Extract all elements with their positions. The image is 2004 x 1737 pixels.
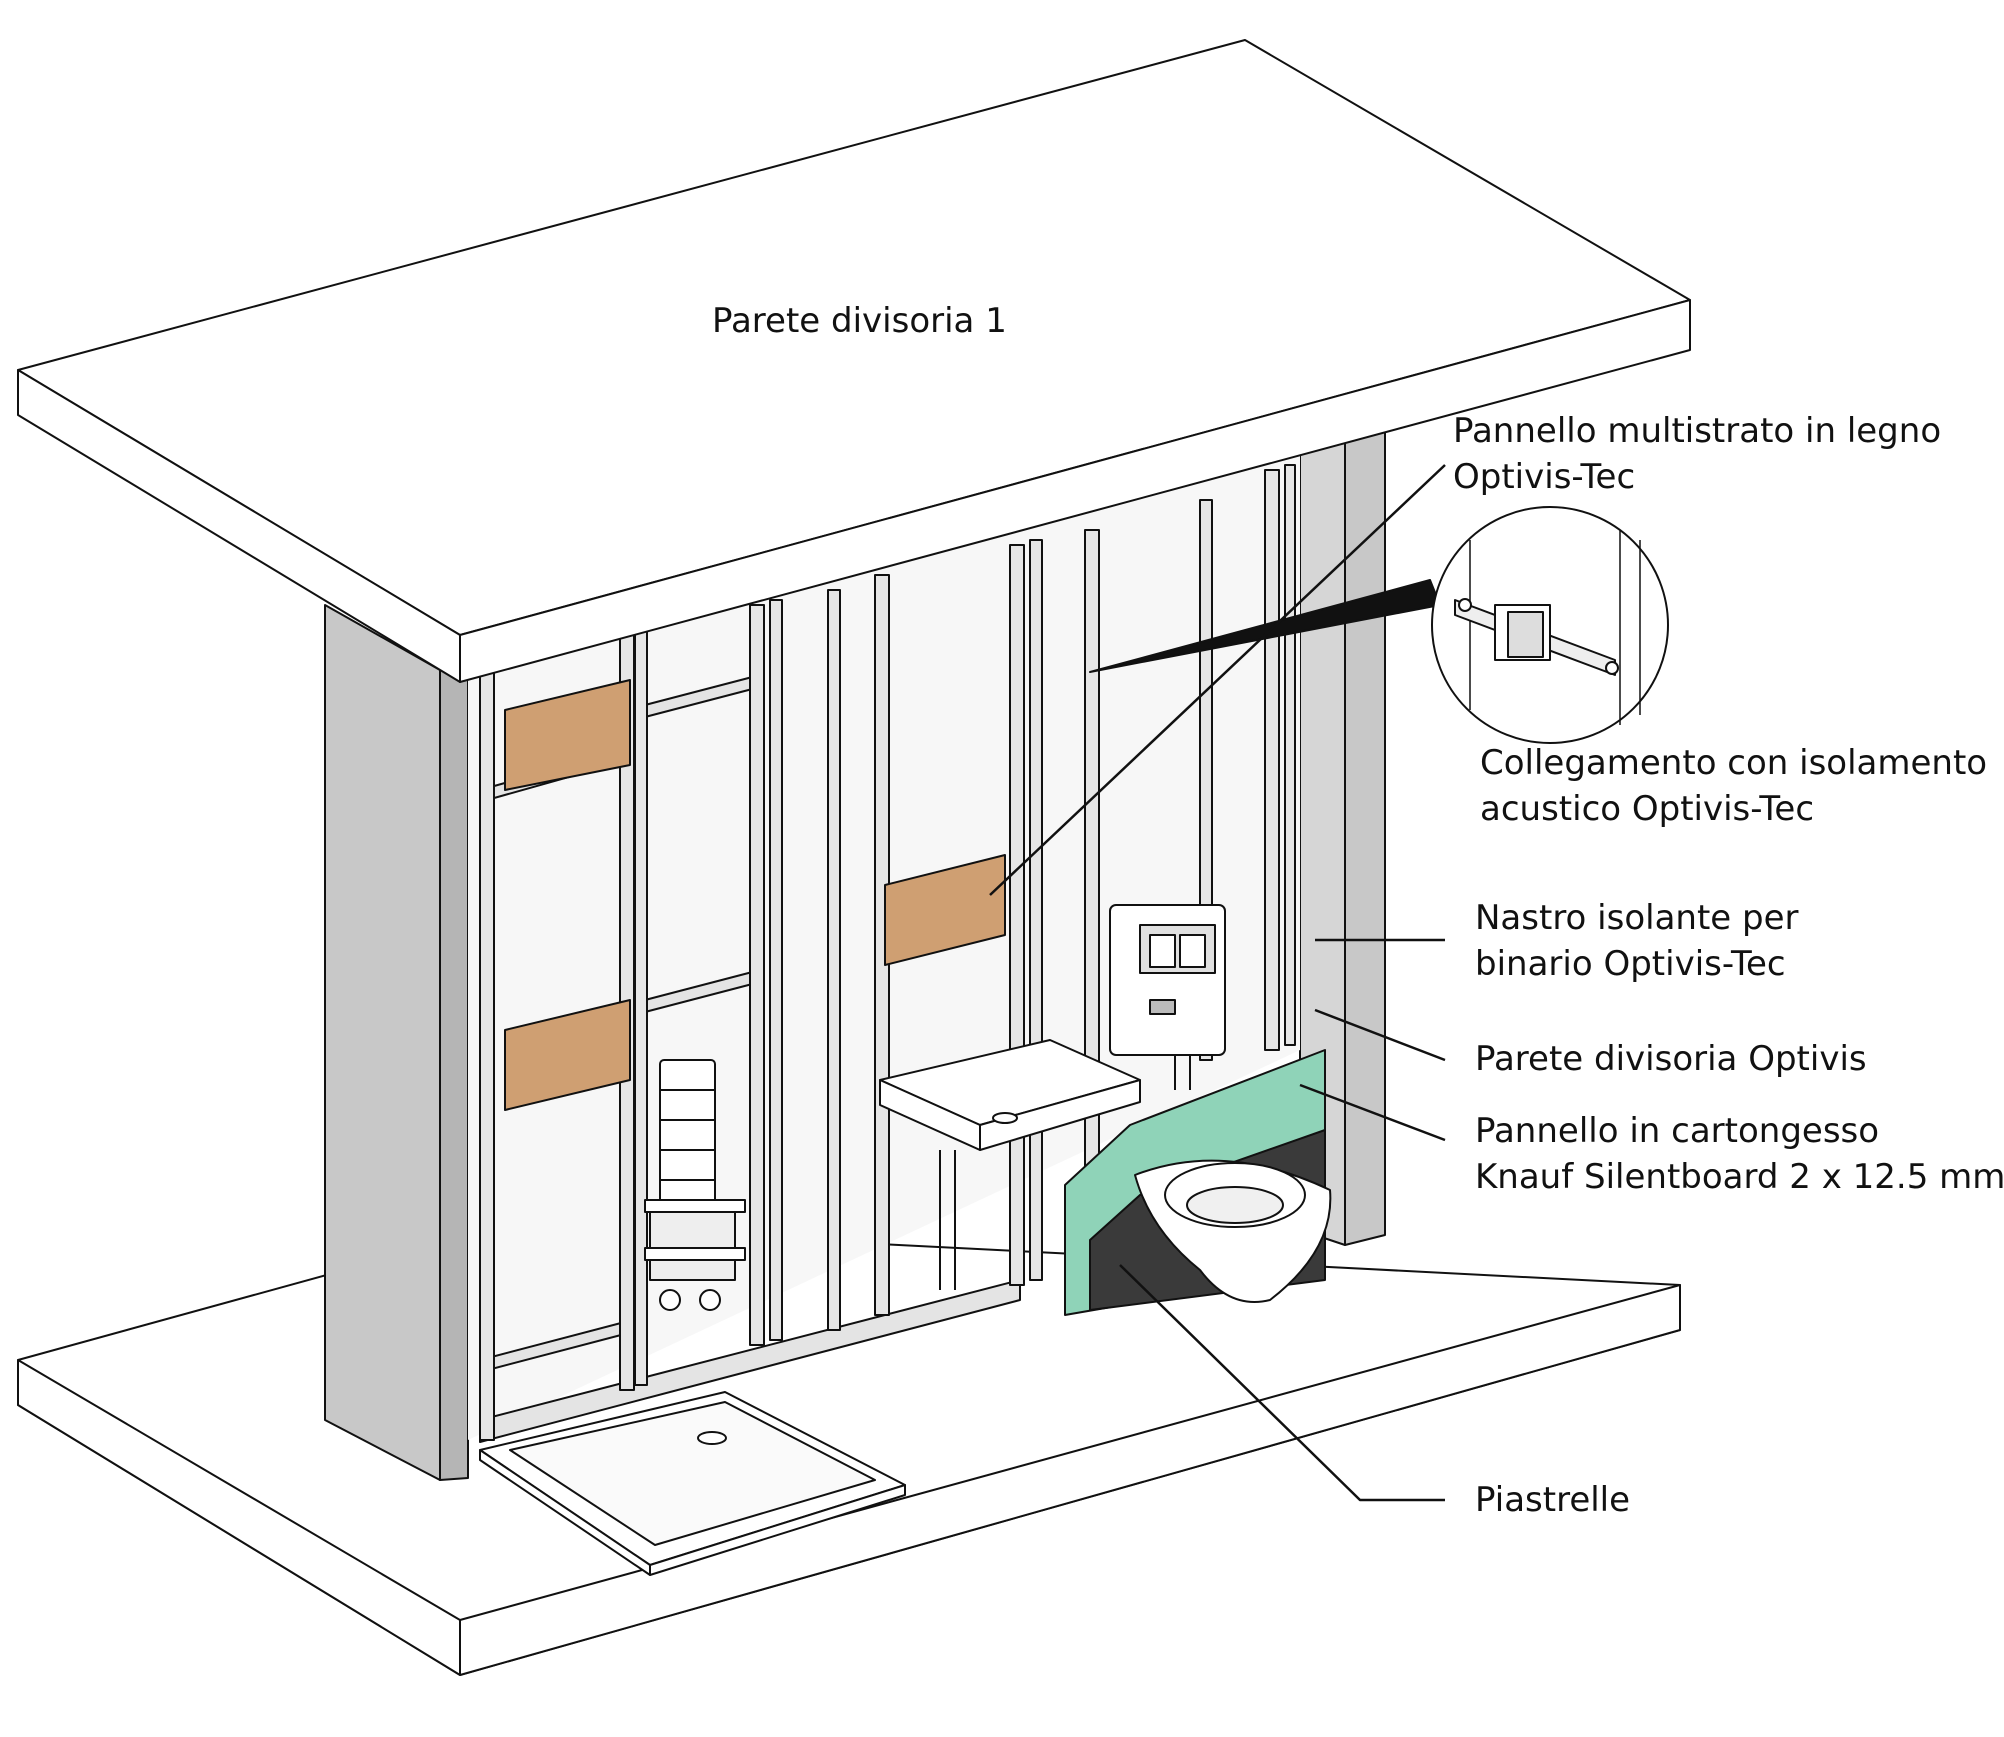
leader-lines — [989, 464, 1446, 1502]
leader-board — [1299, 1083, 1446, 1142]
shower-tray — [479, 1391, 906, 1576]
stud-12 — [1264, 469, 1280, 1051]
plywood-boards — [504, 679, 1006, 1111]
wc-pan — [1134, 1159, 1332, 1303]
stud-8 — [1009, 544, 1025, 1286]
leader-tiles — [1119, 1264, 1445, 1502]
floor-slab — [17, 1224, 1681, 1676]
right-concrete-wall — [1299, 429, 1386, 1246]
cistern — [1109, 904, 1226, 1090]
stud-6 — [827, 589, 841, 1331]
label-tiles: Piastrelle — [1475, 1480, 1631, 1520]
leader-wall — [1314, 1008, 1446, 1062]
stud-4 — [749, 604, 765, 1346]
stud-3 — [634, 624, 648, 1386]
detail-wedge — [1089, 579, 1441, 673]
stud-9 — [1029, 539, 1043, 1281]
label-wall: Parete divisoria Optivis — [1475, 1039, 1867, 1079]
stud-1 — [479, 664, 495, 1441]
ceiling-slab — [17, 39, 1691, 683]
shower-valve-unit — [644, 1059, 746, 1311]
diagram-title: Parete divisoria 1 — [712, 301, 1007, 341]
detail-magnifier — [1431, 506, 1669, 744]
stud-13 — [1284, 464, 1296, 1046]
wash-basin — [879, 1039, 1141, 1290]
leader-plywood — [989, 464, 1446, 896]
left-concrete-wall — [324, 604, 469, 1481]
stud-5 — [769, 599, 783, 1341]
